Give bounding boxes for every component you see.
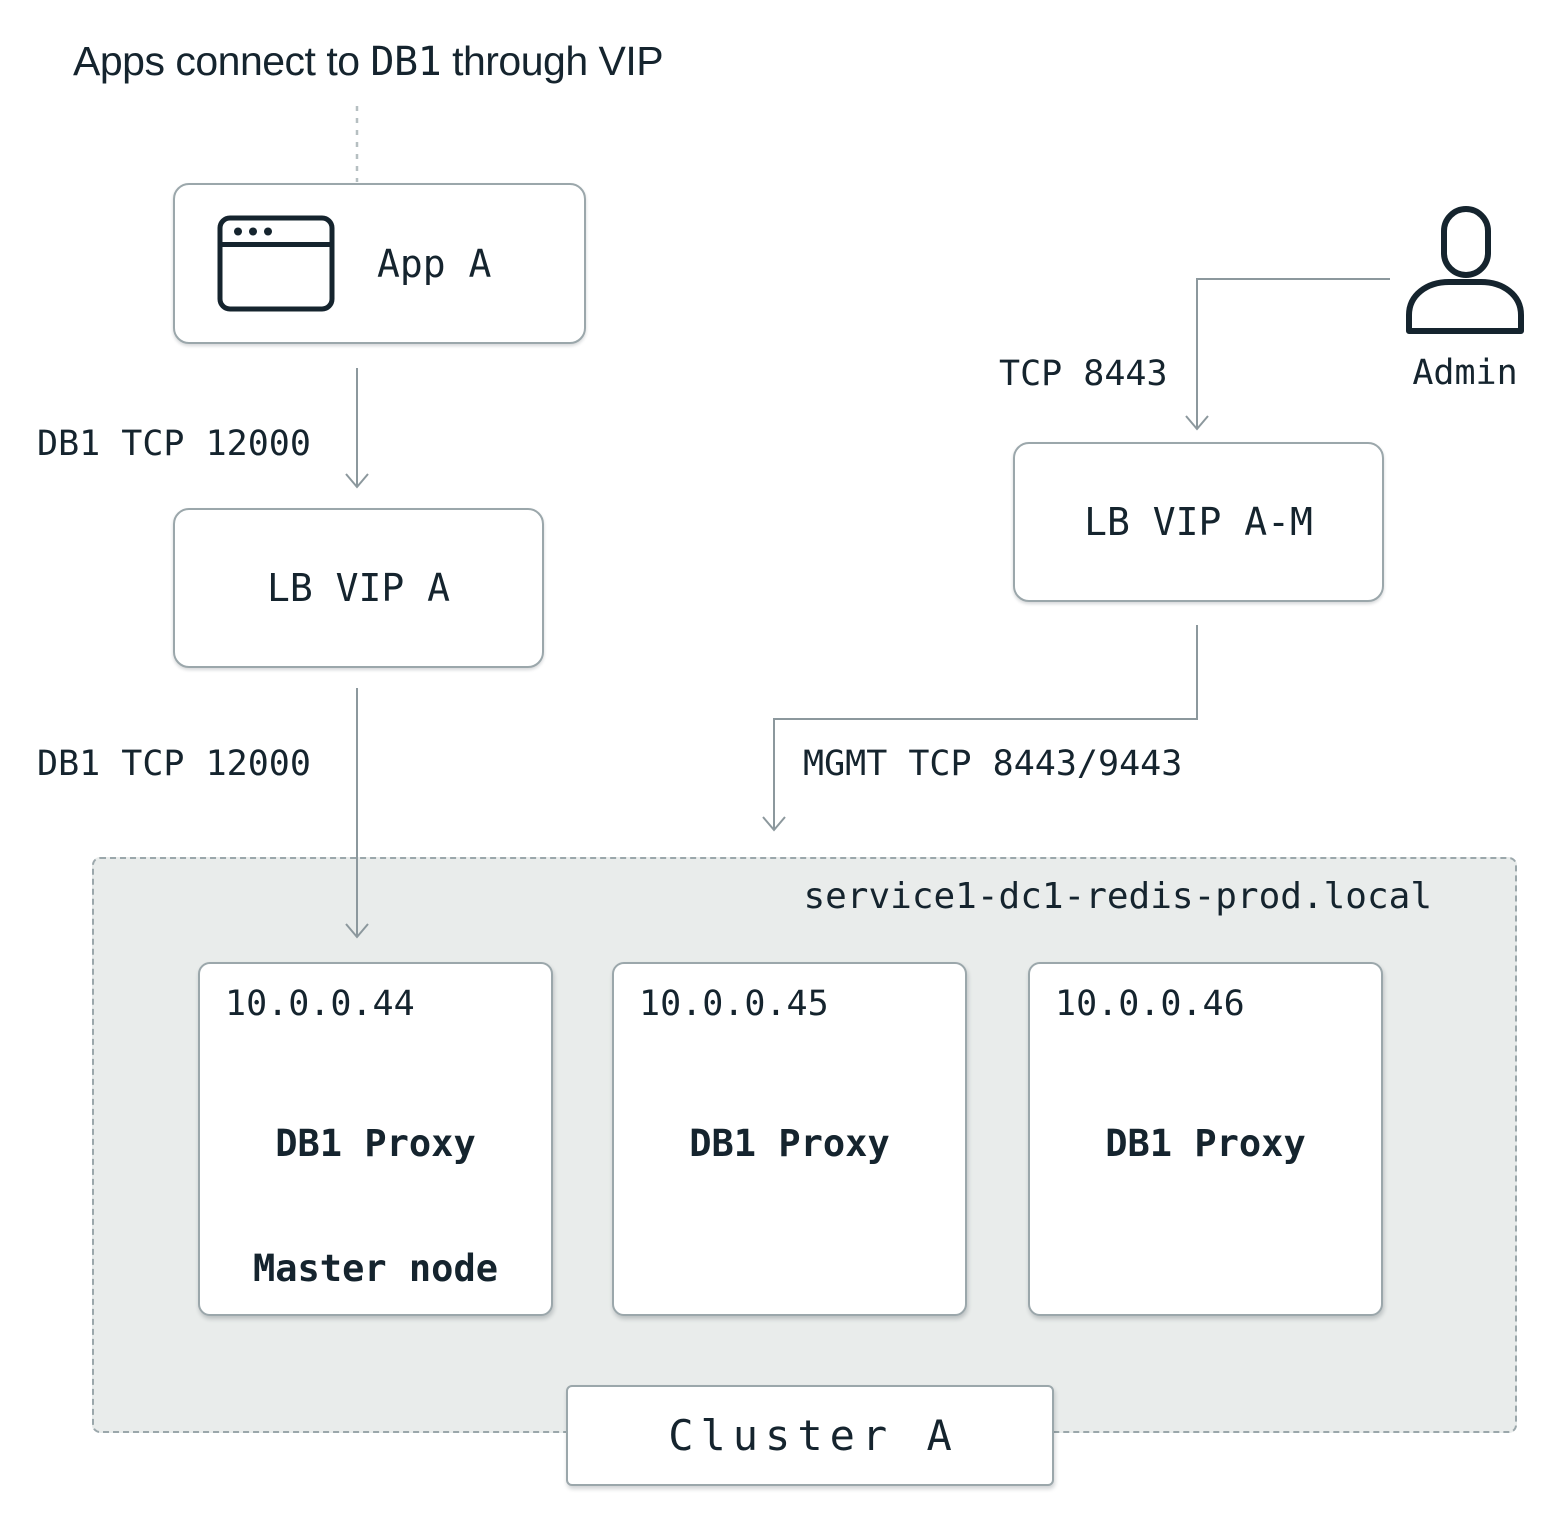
cluster-node-1: 10.0.0.44 DB1 Proxy Master node: [198, 962, 553, 1316]
edge-label-db1-tcp-12000-upper: DB1 TCP 12000: [37, 424, 311, 464]
browser-window-icon: [217, 215, 335, 312]
app-a-label: App A: [377, 241, 492, 286]
arrowhead-app-to-lbvip: [345, 473, 369, 489]
diagram-title: Apps connect to DB1 through VIP: [73, 38, 664, 85]
cluster-node-2: 10.0.0.45 DB1 Proxy: [612, 962, 967, 1316]
node-2-ip: 10.0.0.45: [639, 984, 829, 1024]
cluster-a-label: Cluster A: [668, 1411, 959, 1460]
admin-user: Admin: [1404, 205, 1526, 393]
node-1-ip: 10.0.0.44: [225, 984, 415, 1024]
edge-label-mgmt-tcp: MGMT TCP 8443/9443: [803, 744, 1183, 784]
lb-vip-a-m-label: LB VIP A-M: [1084, 500, 1313, 544]
node-3-ip: 10.0.0.46: [1055, 984, 1245, 1024]
arrowhead-lbvip-to-cluster: [345, 923, 369, 939]
node-3-role: DB1 Proxy: [1105, 1122, 1306, 1165]
node-lb-vip-a: LB VIP A: [173, 508, 544, 668]
title-text-prefix: Apps connect to: [73, 38, 371, 84]
cluster-hostname: service1-dc1-redis-prod.local: [803, 876, 1432, 917]
person-icon: [1406, 206, 1524, 334]
node-lb-vip-a-m: LB VIP A-M: [1013, 442, 1384, 602]
edge-label-tcp-8443: TCP 8443: [999, 354, 1168, 394]
lb-vip-a-label: LB VIP A: [266, 566, 451, 610]
edge-label-db1-tcp-12000-lower: DB1 TCP 12000: [37, 744, 311, 784]
node-1-note: Master node: [252, 1247, 499, 1290]
arrow-admin-to-lbvipam: [1196, 278, 1390, 428]
arrowhead-lbvipam-to-cluster: [762, 816, 786, 832]
node-app-a: App A: [173, 183, 586, 344]
node-1-role: DB1 Proxy: [275, 1122, 476, 1165]
node-2-role: DB1 Proxy: [689, 1122, 890, 1165]
arrowhead-admin-to-lbvipam: [1185, 415, 1209, 431]
cluster-a-label-box: Cluster A: [566, 1385, 1054, 1486]
cluster-node-3: 10.0.0.46 DB1 Proxy: [1028, 962, 1383, 1316]
title-text-db1: DB1: [370, 39, 442, 85]
title-text-suffix: through VIP: [441, 38, 664, 84]
admin-label: Admin: [1412, 353, 1518, 393]
arrow-lbvipam-to-cluster: [773, 625, 1198, 829]
